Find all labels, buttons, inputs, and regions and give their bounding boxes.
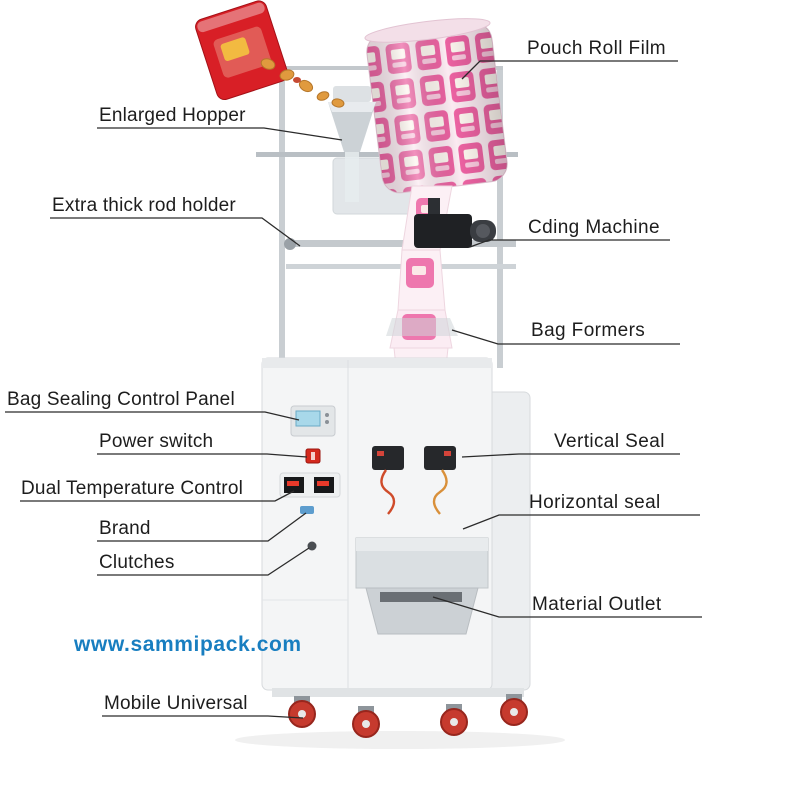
power-switch-part <box>305 448 321 464</box>
brand-sticker <box>300 506 314 514</box>
label-clutches: Clutches <box>99 552 175 573</box>
label-dual-temperature-control: Dual Temperature Control <box>21 478 244 499</box>
leader-lines <box>5 60 702 719</box>
rod-holder <box>284 238 296 250</box>
label-brand: Brand <box>99 518 151 539</box>
vertical-seal-clamps <box>372 446 456 515</box>
caster-wheels <box>272 688 528 738</box>
label-bag-sealing-control-panel: Bag Sealing Control Panel <box>7 389 235 410</box>
label-extra-thick-rod-holder: Extra thick rod holder <box>52 195 236 216</box>
clutch-knob <box>307 541 317 551</box>
outlet-chute <box>355 537 489 635</box>
label-material-outlet: Material Outlet <box>532 594 662 615</box>
label-power-switch: Power switch <box>99 431 214 452</box>
label-enlarged-hopper: Enlarged Hopper <box>99 105 246 126</box>
lcd-screen <box>295 410 321 427</box>
control-panel <box>290 405 336 437</box>
label-vertical-seal: Vertical Seal <box>554 431 665 452</box>
label-mobile-universal: Mobile Universal <box>104 693 248 714</box>
label-cding-machine: Cding Machine <box>528 217 660 238</box>
floor-shadow <box>235 731 565 749</box>
coding-machine <box>414 198 496 248</box>
snack-pouch <box>195 0 345 108</box>
pouch-roll-film-part <box>364 18 508 194</box>
label-bag-formers: Bag Formers <box>531 320 646 341</box>
bag-former <box>386 318 458 336</box>
label-pouch-roll-film: Pouch Roll Film <box>527 38 667 59</box>
temperature-controllers <box>279 472 341 498</box>
website-watermark: www.sammipack.com <box>74 633 302 656</box>
label-horizontal-seal: Horizontal seal <box>529 492 661 513</box>
